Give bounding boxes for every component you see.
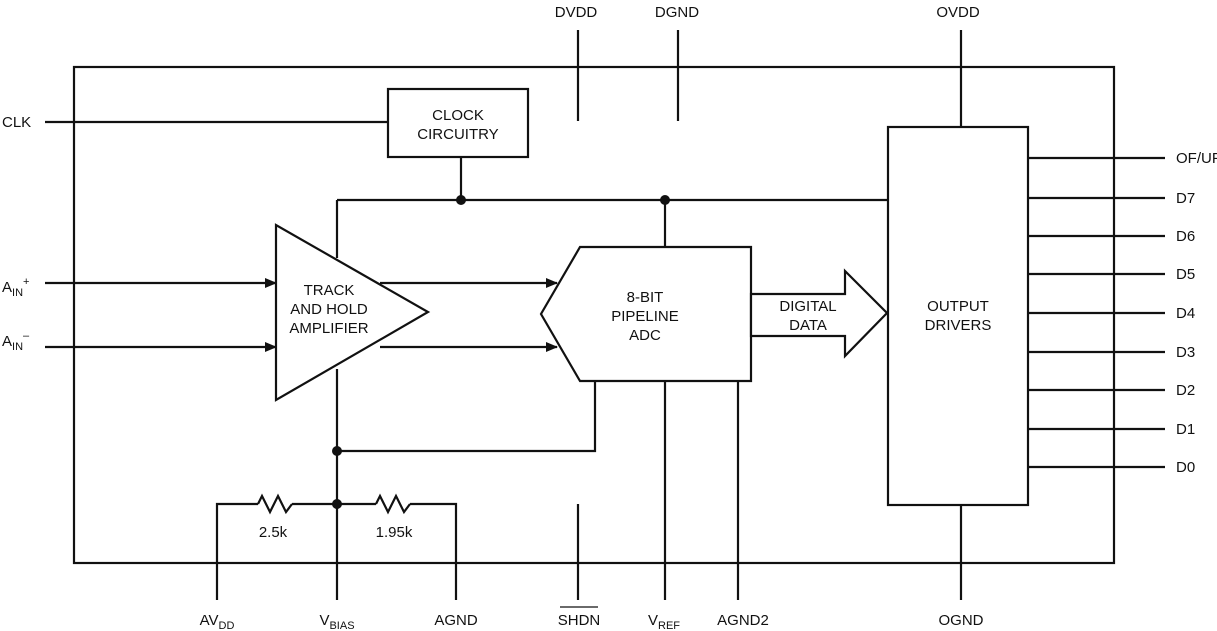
- junction-dot: [332, 446, 342, 456]
- digital-data-label-2: DATA: [789, 317, 827, 334]
- resistor-2-5k: [257, 493, 293, 515]
- clock-circuitry-block: [386, 87, 530, 159]
- ognd-label: OGND: [939, 612, 984, 629]
- ain-minus-label: AIN–: [2, 330, 30, 353]
- digital-data-arrow: [749, 268, 889, 359]
- dvdd-label: DVDD: [555, 4, 598, 21]
- pin-label-d7: D7: [1176, 190, 1195, 207]
- avdd-wire: [215, 502, 258, 600]
- resistor-label-1-95k: 1.95k: [376, 524, 413, 541]
- th-label-1: TRACK: [304, 282, 355, 299]
- pin-label-d6: D6: [1176, 228, 1195, 245]
- digital-data-label-1: DIGITAL: [779, 298, 836, 315]
- avdd-label: AVDD: [200, 612, 235, 631]
- ovdd-label: OVDD: [936, 4, 980, 21]
- clk-label: CLK: [2, 114, 31, 131]
- pin-label-d0: D0: [1176, 459, 1195, 476]
- th-label-3: AMPLIFIER: [289, 320, 368, 337]
- adc-label-3: ADC: [629, 327, 661, 344]
- th-label-2: AND HOLD: [290, 301, 368, 318]
- pin-label-d4: D4: [1176, 305, 1195, 322]
- vref-label: VREF: [648, 612, 680, 631]
- agnd2-label: AGND2: [717, 612, 769, 629]
- output-drivers-label-1: OUTPUT: [927, 298, 989, 315]
- pin-label-d1: D1: [1176, 421, 1195, 438]
- adc-label-2: PIPELINE: [611, 308, 679, 325]
- pin-label-of-uf: OF/UF: [1176, 150, 1217, 167]
- vbias-label: VBIAS: [319, 612, 354, 631]
- clock-label-1: CLOCK: [432, 107, 484, 124]
- agnd-label: AGND: [434, 612, 478, 629]
- shdn-label: SHDN: [558, 612, 601, 629]
- junction-dot: [332, 499, 342, 509]
- resistor-label-2-5k: 2.5k: [259, 524, 288, 541]
- adc-label-1: 8-BIT: [627, 289, 664, 306]
- pin-label-d2: D2: [1176, 382, 1195, 399]
- junction-dot: [660, 195, 670, 205]
- pin-label-d5: D5: [1176, 266, 1195, 283]
- clock-label-2: CIRCUITRY: [417, 126, 498, 143]
- output-drivers-block: [886, 125, 1030, 507]
- resistor-1-95k: [375, 493, 411, 515]
- chip-outline: [72, 65, 1116, 565]
- agnd-wire: [410, 502, 458, 600]
- junction-dot: [456, 195, 466, 205]
- output-drivers-label-2: DRIVERS: [925, 317, 992, 334]
- adc-bias-wire: [337, 381, 597, 453]
- dgnd-label: DGND: [655, 4, 699, 21]
- track-hold-amplifier: [274, 223, 431, 402]
- pin-label-d3: D3: [1176, 344, 1195, 361]
- ain-plus-label: AIN+: [2, 276, 29, 299]
